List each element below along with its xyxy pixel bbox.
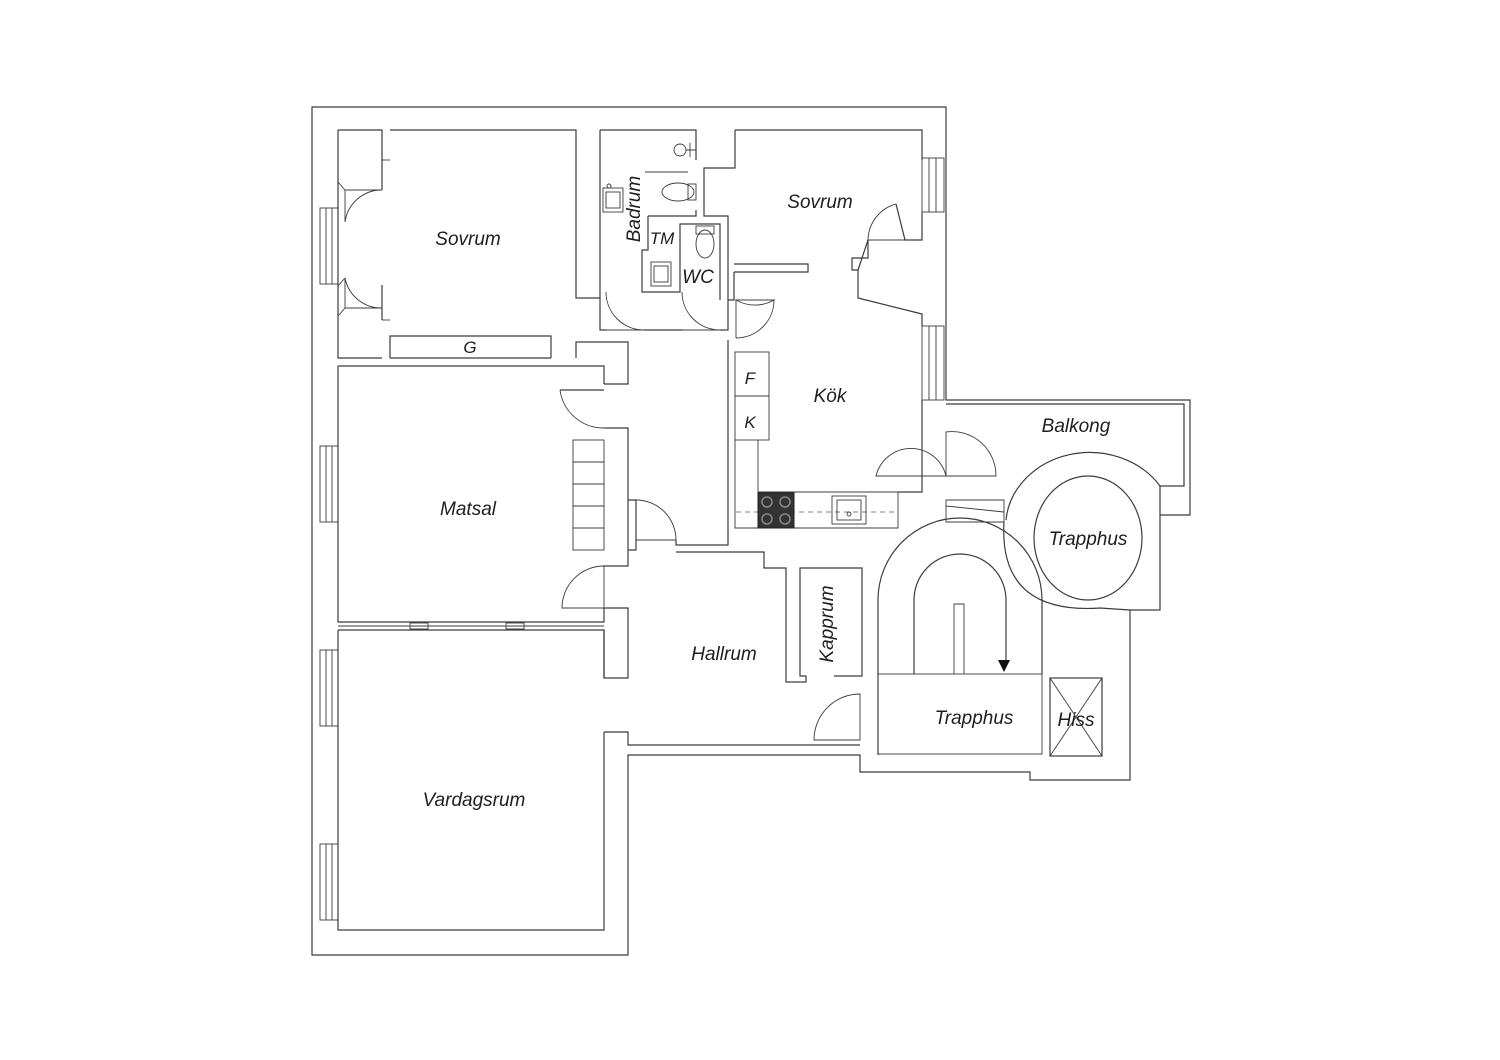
label-kapprum: Kapprum	[817, 585, 838, 662]
room-sovrum-left	[319, 129, 629, 385]
room-sovrum-right	[703, 129, 945, 493]
label-tm: TM	[650, 229, 675, 248]
label-matsal: Matsal	[440, 499, 497, 520]
outer-wall	[311, 106, 1191, 956]
label-kok: Kök	[814, 386, 848, 407]
sliding-doors	[338, 622, 604, 630]
label-hallrum: Hallrum	[691, 644, 756, 665]
room-trapphus-round	[1003, 475, 1143, 611]
label-trapphus-round: Trapphus	[1049, 529, 1128, 550]
label-fridge: F	[745, 369, 757, 388]
room-matsal	[319, 365, 677, 623]
label-trapphus: Trapphus	[935, 708, 1014, 729]
room-badrum	[599, 129, 729, 331]
label-sovrum-left: Sovrum	[435, 229, 500, 250]
label-freezer: K	[744, 413, 756, 432]
label-hiss: Hiss	[1058, 710, 1095, 731]
label-badrum: Badrum	[624, 176, 645, 243]
arrow-down-icon	[998, 660, 1010, 672]
label-garderob: G	[463, 338, 476, 357]
sink-icon	[831, 495, 867, 525]
label-sovrum-right: Sovrum	[787, 192, 852, 213]
room-kok	[675, 272, 997, 546]
room-vardagsrum	[319, 629, 605, 931]
room-trapphus	[877, 517, 1103, 757]
label-wc: WC	[682, 267, 714, 288]
label-vardagsrum: Vardagsrum	[423, 790, 526, 811]
elevator-icon	[1049, 677, 1103, 757]
label-balkong: Balkong	[1042, 416, 1111, 437]
